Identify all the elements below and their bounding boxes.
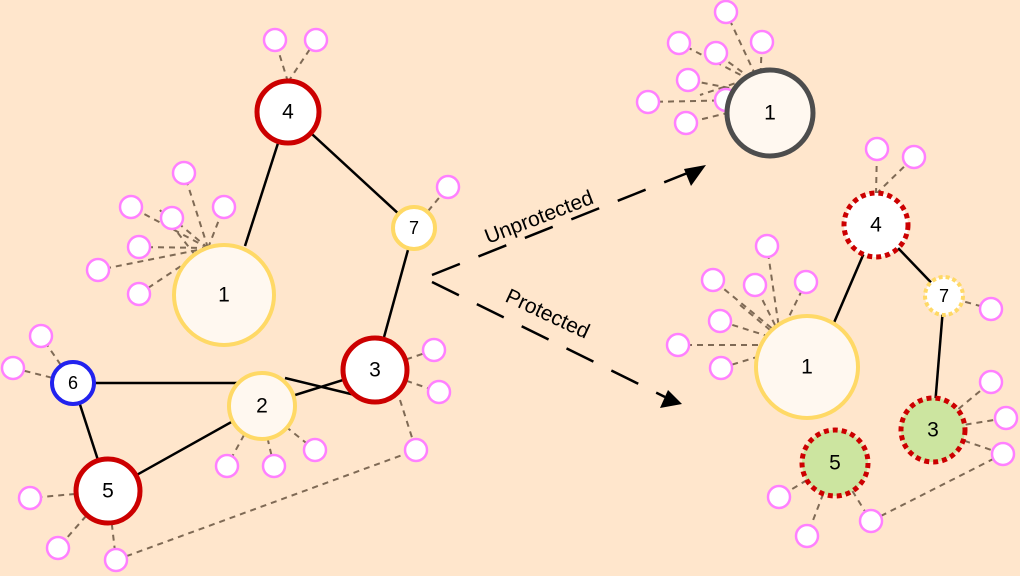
leaf-node [261, 453, 287, 479]
node-label: 2 [256, 395, 268, 418]
leaf-node [635, 89, 661, 115]
leaf-node [421, 337, 447, 363]
leaf-node [17, 485, 43, 511]
node-label: 3 [927, 419, 939, 442]
node-label: 5 [102, 480, 114, 503]
left-node-4: 4 [254, 78, 322, 146]
leaf-node [766, 484, 792, 510]
left-node-7: 7 [391, 205, 437, 251]
leaf-node [794, 523, 820, 549]
protected-node-7: 7 [923, 275, 965, 317]
leaf-node [978, 369, 1004, 395]
left-node-6: 6 [50, 360, 96, 406]
node-label: 5 [829, 452, 841, 475]
protected-node-5: 5 [799, 427, 871, 499]
node-label: 3 [369, 359, 381, 382]
leaf-node [675, 67, 701, 93]
node-label: 6 [68, 373, 78, 393]
leaf-node [28, 323, 54, 349]
leaf-node [993, 405, 1019, 431]
node-label: 1 [218, 284, 230, 307]
leaf-node [262, 27, 288, 53]
leaf-node [85, 257, 111, 283]
node-label: 4 [870, 214, 882, 237]
left-network: 1 2 3 4 5 6 7 [0, 27, 461, 573]
leaf-node [302, 437, 328, 463]
unprotected-node-1: 1 [724, 67, 816, 159]
protected-node-3: 3 [898, 395, 968, 465]
leaf-node [673, 110, 699, 136]
leaf-node [103, 547, 129, 573]
leaf-node [754, 233, 780, 259]
left-node-1: 1 [172, 243, 276, 347]
node-label: 7 [939, 286, 949, 306]
leaf-node [159, 205, 185, 231]
protected-node-4: 4 [841, 190, 911, 260]
leaf-node [864, 136, 890, 162]
leaf-node [708, 355, 734, 381]
leaf-node [793, 269, 819, 295]
leaf-node [901, 144, 927, 170]
node-label: 4 [282, 101, 294, 124]
protected-network: 1 3 4 5 7 [665, 136, 1019, 549]
leaf-node [126, 234, 152, 260]
node-label: 7 [409, 218, 419, 238]
leaf-node [707, 308, 733, 334]
leaf-node [0, 355, 26, 381]
protected-node-1: 1 [754, 314, 860, 420]
node-label: 1 [764, 102, 776, 125]
leaf-node [426, 379, 452, 405]
protected-leaf-nodes [665, 136, 1019, 549]
leaf-node [703, 40, 729, 66]
left-node-3: 3 [340, 335, 410, 405]
leaf-node [435, 174, 461, 200]
unprotected-network: 1 [635, 0, 816, 159]
node-label: 1 [801, 356, 813, 379]
leaf-node [700, 267, 726, 293]
leaf-node [403, 437, 429, 463]
leaf-node [665, 332, 691, 358]
leaf-node [978, 296, 1004, 322]
left-node-2: 2 [227, 371, 297, 441]
unprotected-leaf-nodes [635, 0, 775, 136]
leaf-node [303, 27, 329, 53]
left-node-5: 5 [73, 456, 143, 526]
leaf-node [858, 508, 884, 534]
leaf-node [126, 281, 152, 307]
leaf-node [749, 29, 775, 55]
leaf-node [990, 441, 1016, 467]
leaf-node [211, 194, 237, 220]
leaf-node [45, 535, 71, 561]
leaf-node [742, 272, 768, 298]
leaf-node [214, 453, 240, 479]
leaf-node [171, 160, 197, 186]
leaf-node [118, 194, 144, 220]
leaf-node [666, 30, 692, 56]
leaf-node [713, 0, 739, 25]
left-leaf-nodes [0, 27, 461, 573]
